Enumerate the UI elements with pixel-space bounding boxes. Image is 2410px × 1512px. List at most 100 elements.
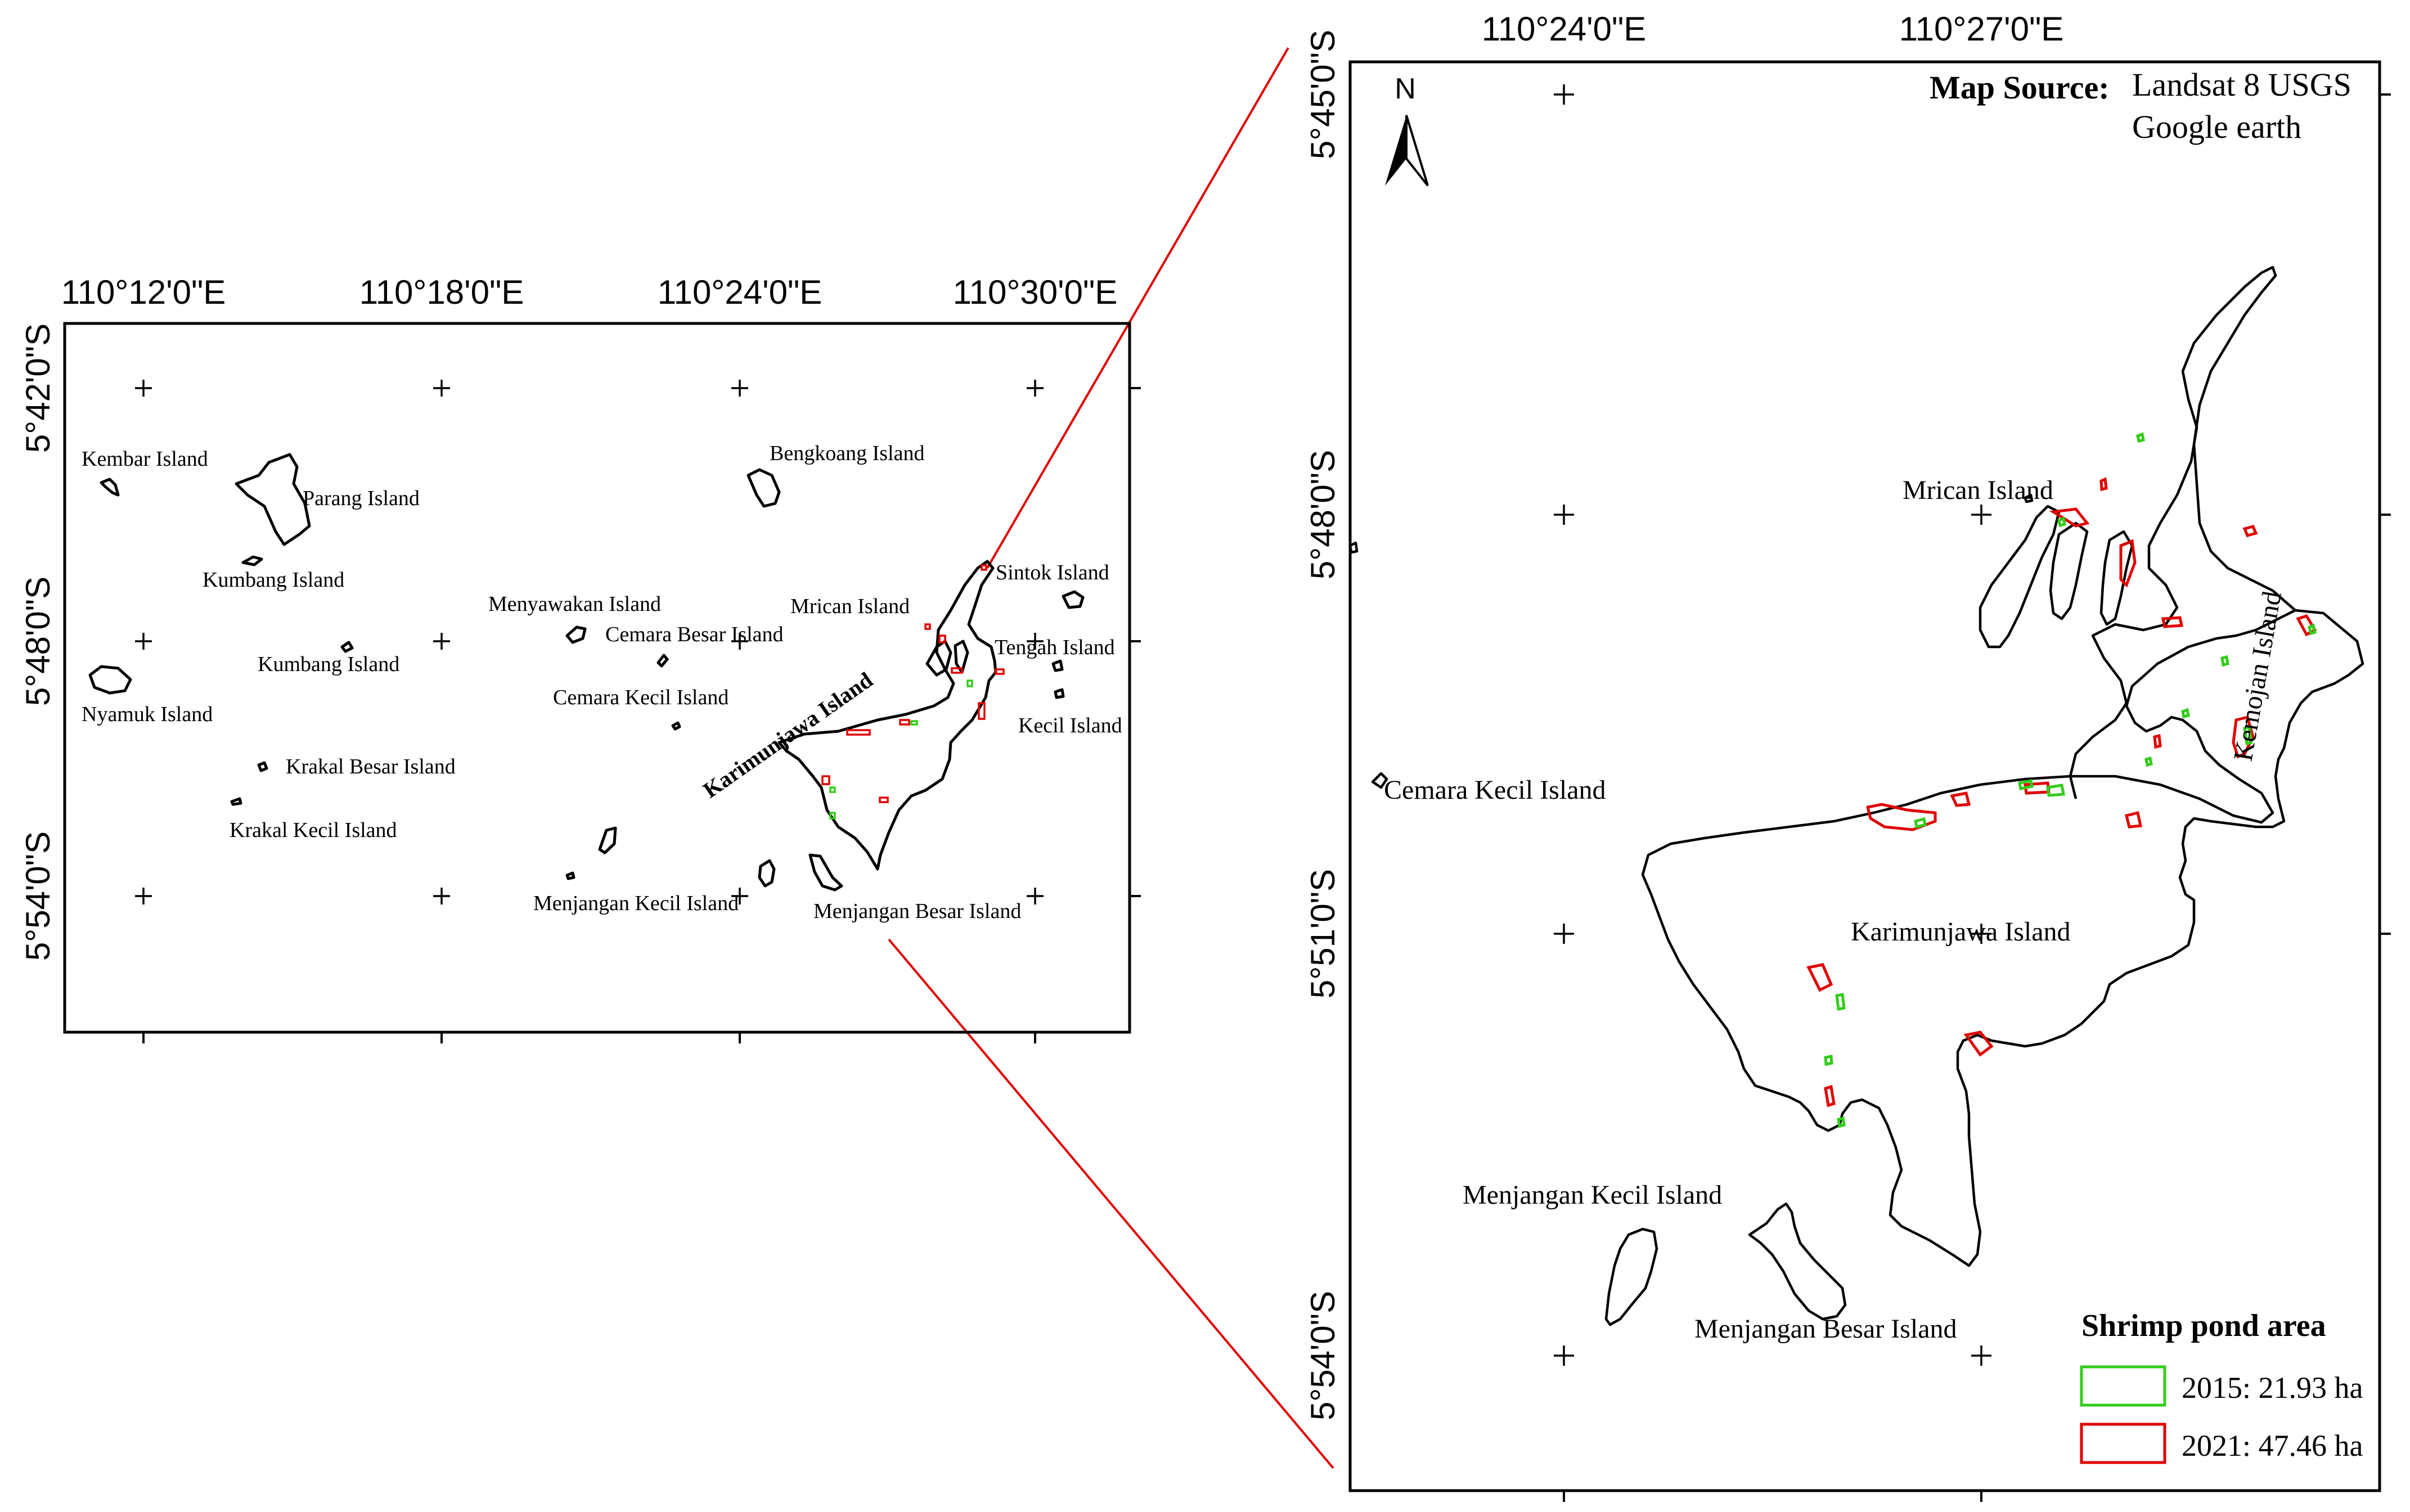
kembar-island-shape (100, 478, 120, 497)
overview-ponds (821, 564, 1005, 820)
pond-2021 (2049, 507, 2090, 528)
pond-2021 (2099, 477, 2108, 492)
small-islet-shape (565, 871, 575, 880)
bengkoang-island-shape (747, 468, 781, 508)
pond-2015 (1837, 1116, 1846, 1128)
legend-label-2015: 2015: 21.93 ha (2182, 1371, 2363, 1405)
label-cemara-besar: Cemara Besar Island (605, 623, 784, 646)
detail-label-kemojan: Kemojan Island (2228, 589, 2287, 763)
pond-2021 (2161, 616, 2184, 628)
pond-2021 (2119, 539, 2137, 588)
pond-2015 (2018, 779, 2034, 790)
detail-ponds (1806, 432, 2317, 1128)
menjangan-kecil-island-shape (598, 826, 617, 854)
menjangan-besar-island-shape-2 (808, 853, 843, 892)
detail-coord-left-1: 5°45'0"S (1304, 30, 1342, 159)
detail-frame (1348, 60, 2381, 1492)
label-menyawakan: Menyawakan Island (488, 592, 661, 616)
zoom-connector-bottom (888, 938, 1334, 1469)
northern-karimunjawa-shape (2069, 266, 2296, 799)
label-kumbang-1: Kumbang Island (203, 568, 344, 592)
pond-2021 (1865, 803, 1937, 831)
pond-2021 (2153, 734, 2162, 749)
pond-2015 (2144, 756, 2153, 767)
detail-label-mrican: Mrican Island (1903, 475, 2053, 505)
detail-label-menjangan-besar: Menjangan Besar Island (1694, 1314, 1957, 1344)
menjangan-kecil-island-detail-shape (1604, 1227, 1658, 1326)
overview-coord-top-2: 110°18'0"E (359, 273, 524, 311)
overview-coord-top-1: 110°12'0"E (61, 273, 226, 311)
label-krakal-besar: Krakal Besar Island (286, 755, 456, 778)
legend-swatch-2021 (2080, 1423, 2166, 1464)
overview-ticks (142, 387, 1141, 1043)
label-kembar: Kembar Island (82, 447, 208, 471)
label-krakal-kecil: Krakal Kecil Island (230, 818, 397, 842)
label-cemara-kecil: Cemara Kecil Island (553, 686, 729, 709)
label-menjangan-kecil: Menjangan Kecil Island (533, 892, 739, 915)
krakal-kecil-island-shape (230, 797, 242, 806)
edge-rock-shape (1348, 541, 1359, 554)
detail-map: 110°24'0"E 110°27'0"E 5°45'0"S 5°48'0"S … (1304, 10, 2391, 1502)
overview-coord-top-4: 110°30'0"E (953, 273, 1118, 311)
label-nyamuk: Nyamuk Island (82, 703, 213, 726)
label-bengkoang: Bengkoang Island (770, 442, 924, 465)
pond-2015 (2136, 432, 2145, 443)
small-rock-shape (2024, 493, 2034, 503)
detail-coord-top-1: 110°24'0"E (1482, 10, 1647, 48)
legend: Shrimp pond area 2015: 21.93 ha 2021: 47… (2080, 1308, 2363, 1464)
map-source-label: Map Source: (1930, 69, 2110, 106)
karimunjawa-island-shape (777, 560, 997, 871)
overview-graticule (135, 380, 1044, 904)
overview-coord-top-3: 110°24'0"E (658, 273, 822, 311)
detail-label-karimunjawa: Karimunjawa Island (1851, 917, 2071, 947)
overview-coord-left-2: 5°48'0"S (19, 577, 57, 706)
pond-2015 (2243, 724, 2253, 746)
pond-2015 (2220, 655, 2229, 667)
pond-2021 (1950, 791, 1971, 807)
pond-2015 (2308, 623, 2317, 636)
kumbang-island-shape-2 (340, 641, 354, 653)
zoom-connector-top (986, 47, 1289, 569)
map-source-line1: Landsat 8 USGS (2132, 66, 2351, 103)
menyawakan-island-shape (565, 626, 587, 644)
pond-2015 (1914, 817, 1927, 829)
pond-2021 (2242, 525, 2258, 537)
label-kumbang-2: Kumbang Island (258, 652, 399, 676)
karimunjawa-island-detail-shape (1641, 609, 2364, 1267)
pond-2021 (1963, 1030, 1994, 1057)
label-menjangan-besar: Menjangan Besar Island (813, 899, 1021, 923)
inner-bay-shape-2 (2099, 530, 2134, 626)
menjangan-besar-island-shape (758, 859, 776, 888)
overview-frame (63, 322, 1131, 1034)
detail-coord-left-3: 5°51'0"S (1304, 869, 1342, 998)
legend-title: Shrimp pond area (2081, 1308, 2326, 1343)
pond-2021 (1806, 963, 1833, 992)
detail-ticks (1563, 93, 2391, 1502)
label-mrican: Mrican Island (790, 595, 910, 618)
pond-2021 (1824, 1084, 1836, 1108)
kumbang-island-shape-1 (241, 555, 263, 566)
cemara-kecil-island-detail-shape (1371, 772, 1388, 789)
detail-label-menjangan-kecil: Menjangan Kecil Island (1463, 1180, 1722, 1210)
mrican-peninsula-shape (1979, 505, 2061, 649)
detail-graticule (1554, 84, 1991, 1366)
label-sintok: Sintok Island (996, 561, 1109, 584)
nyamuk-island-shape (88, 665, 132, 695)
pond-2015 (2181, 708, 2190, 719)
tengah-island-shape (1051, 659, 1064, 672)
detail-coord-top-2: 110°27'0"E (1899, 10, 2064, 48)
krakal-besar-island-shape (257, 761, 268, 772)
mrican-bay-inner-shape (2049, 521, 2089, 620)
cemara-besar-island-shape (657, 654, 669, 668)
overview-coord-left-1: 5°42'0"S (19, 323, 57, 453)
north-label: N (1395, 73, 1416, 105)
label-kecil: Kecil Island (1018, 714, 1122, 737)
detail-coord-left-2: 5°48'0"S (1304, 450, 1342, 579)
legend-label-2021: 2021: 47.46 ha (2182, 1429, 2363, 1462)
overview-coord-left-3: 5°54'0"S (19, 831, 57, 961)
pond-2021 (2232, 715, 2255, 759)
menjangan-besar-island-detail-shape (1748, 1202, 1847, 1321)
pond-2015 (1824, 1054, 1833, 1066)
overview-map: 110°12'0"E 110°18'0"E 110°24'0"E 110°30'… (19, 273, 1141, 1043)
